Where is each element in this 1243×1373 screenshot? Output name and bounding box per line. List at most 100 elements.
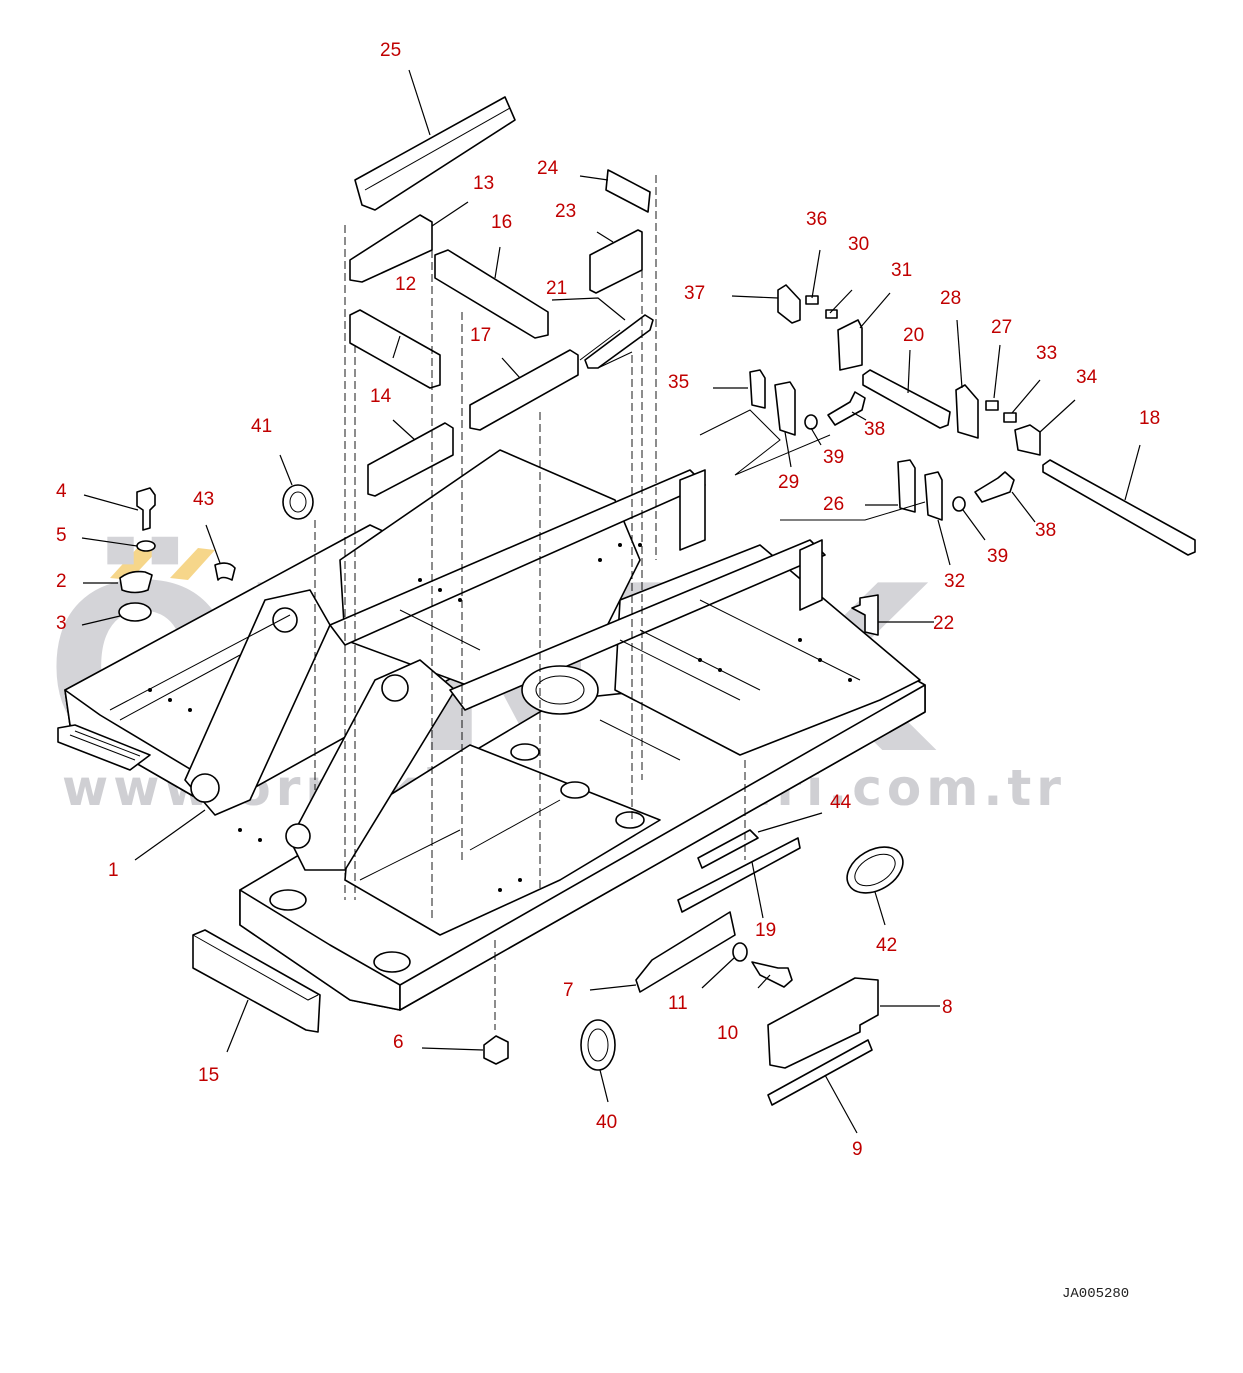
part-12-pad	[349, 309, 441, 389]
frame-vertical-post-right	[799, 539, 823, 611]
callout-leaders	[81, 69, 1141, 1134]
pads-and-plates	[192, 96, 1196, 1106]
callout-32: 32	[944, 571, 965, 592]
callout-39-lower: 39	[987, 546, 1008, 567]
part-21-cover	[584, 314, 654, 369]
callout-20: 20	[903, 325, 924, 346]
callout-29: 29	[778, 472, 799, 493]
callout-36: 36	[806, 209, 827, 230]
callout-14: 14	[370, 386, 392, 407]
part-29-shim	[774, 381, 796, 436]
callout-13: 13	[473, 173, 494, 194]
callout-27: 27	[991, 317, 1012, 338]
part-8-plate	[767, 977, 879, 1069]
part-24-small-pad	[605, 169, 651, 213]
swing-circle-opening	[521, 665, 599, 715]
part-41-seal	[282, 484, 314, 520]
callout-11: 11	[668, 993, 688, 1014]
callout-16: 16	[491, 212, 512, 233]
part-30-block	[825, 309, 838, 319]
callout-1: 1	[108, 860, 119, 881]
callout-42: 42	[876, 935, 897, 956]
part-23-pad	[589, 229, 643, 294]
part-18-long-strip	[1042, 459, 1196, 556]
boom-pin-bore-2	[285, 823, 311, 849]
callout-17: 17	[470, 325, 491, 346]
part-44-strip	[697, 829, 759, 869]
callout-10: 10	[717, 1023, 738, 1044]
swing-circle-inner	[535, 675, 585, 705]
part-40-seal	[580, 1019, 616, 1071]
part-20-strip	[862, 369, 951, 429]
part-22-bracket	[851, 594, 879, 636]
part-5-washer	[136, 540, 156, 552]
part-25-edge	[364, 107, 511, 191]
callout-38-lower: 38	[1035, 520, 1056, 541]
callout-7: 7	[563, 980, 574, 1001]
part-26-shim	[897, 459, 916, 513]
part-39-washer-upper	[804, 414, 818, 430]
part-19-strip	[677, 837, 801, 913]
callout-33: 33	[1036, 343, 1057, 364]
part-42-ring	[846, 846, 904, 894]
part-33-block	[1003, 412, 1017, 423]
part-7-plate	[635, 911, 736, 993]
frame-vertical-post-left	[679, 469, 706, 551]
boom-pin-bore-1	[190, 773, 220, 803]
part-37-bracket	[777, 284, 801, 324]
callout-5: 5	[56, 525, 67, 546]
part-27-block	[985, 400, 999, 411]
part-2-cap	[119, 570, 153, 594]
part-28-bracket	[955, 384, 979, 439]
part-35-shim	[749, 369, 766, 409]
floor-opening-2	[560, 781, 590, 799]
part-17-pad	[469, 349, 579, 431]
callout-23: 23	[555, 201, 576, 222]
step-plate-ribs	[69, 730, 141, 761]
part-16-pad	[434, 249, 549, 339]
hardware	[118, 391, 1015, 1071]
callout-35: 35	[668, 372, 689, 393]
part-32-shim	[924, 471, 943, 521]
frame-bolt-holes	[148, 543, 852, 892]
part-11-washer	[732, 942, 748, 962]
callout-39-upper: 39	[823, 447, 844, 468]
frame-right-skirt	[399, 684, 926, 1011]
part-38-bolt-upper	[827, 391, 866, 426]
part-15-edge	[192, 934, 319, 1001]
callout-2: 2	[56, 571, 67, 592]
part-10-bolt	[751, 961, 793, 988]
part-39-washer-lower	[952, 496, 966, 512]
callout-31: 31	[891, 260, 912, 281]
rear-opening-left	[269, 889, 307, 911]
upper-frame-assembly	[57, 449, 926, 1011]
callout-34: 34	[1076, 367, 1098, 388]
part-42-ring-inner	[854, 853, 896, 887]
figure-code: JA005280	[1062, 1286, 1129, 1302]
callout-41: 41	[251, 416, 272, 437]
callout-18: 18	[1139, 408, 1160, 429]
part-40-seal-inner	[587, 1028, 609, 1062]
part-6-plug	[483, 1035, 509, 1065]
part-31-bracket	[837, 319, 863, 371]
part-13-pad	[349, 214, 433, 283]
boom-pin-bore-4	[272, 607, 298, 633]
callout-8: 8	[942, 997, 953, 1018]
callout-30: 30	[848, 234, 869, 255]
part-9-strip	[767, 1039, 873, 1106]
part-43-clip	[214, 562, 236, 581]
callout-21: 21	[546, 278, 567, 299]
callout-25: 25	[380, 40, 401, 61]
callout-37: 37	[684, 283, 705, 304]
floor-opening-3	[615, 811, 645, 829]
part-25-cover-strip	[354, 96, 516, 211]
part-34-bracket	[1014, 424, 1041, 456]
part-38-bolt-lower	[974, 471, 1015, 503]
callout-43: 43	[193, 489, 214, 510]
part-14-pad	[367, 422, 454, 497]
callout-26: 26	[823, 494, 844, 515]
callout-labels: 1 2 3 4 5 6 7 8 9 10 11 12 13 14 15 16 1…	[56, 40, 1160, 1160]
callout-38-upper: 38	[864, 419, 885, 440]
part-3-gasket	[118, 602, 152, 622]
